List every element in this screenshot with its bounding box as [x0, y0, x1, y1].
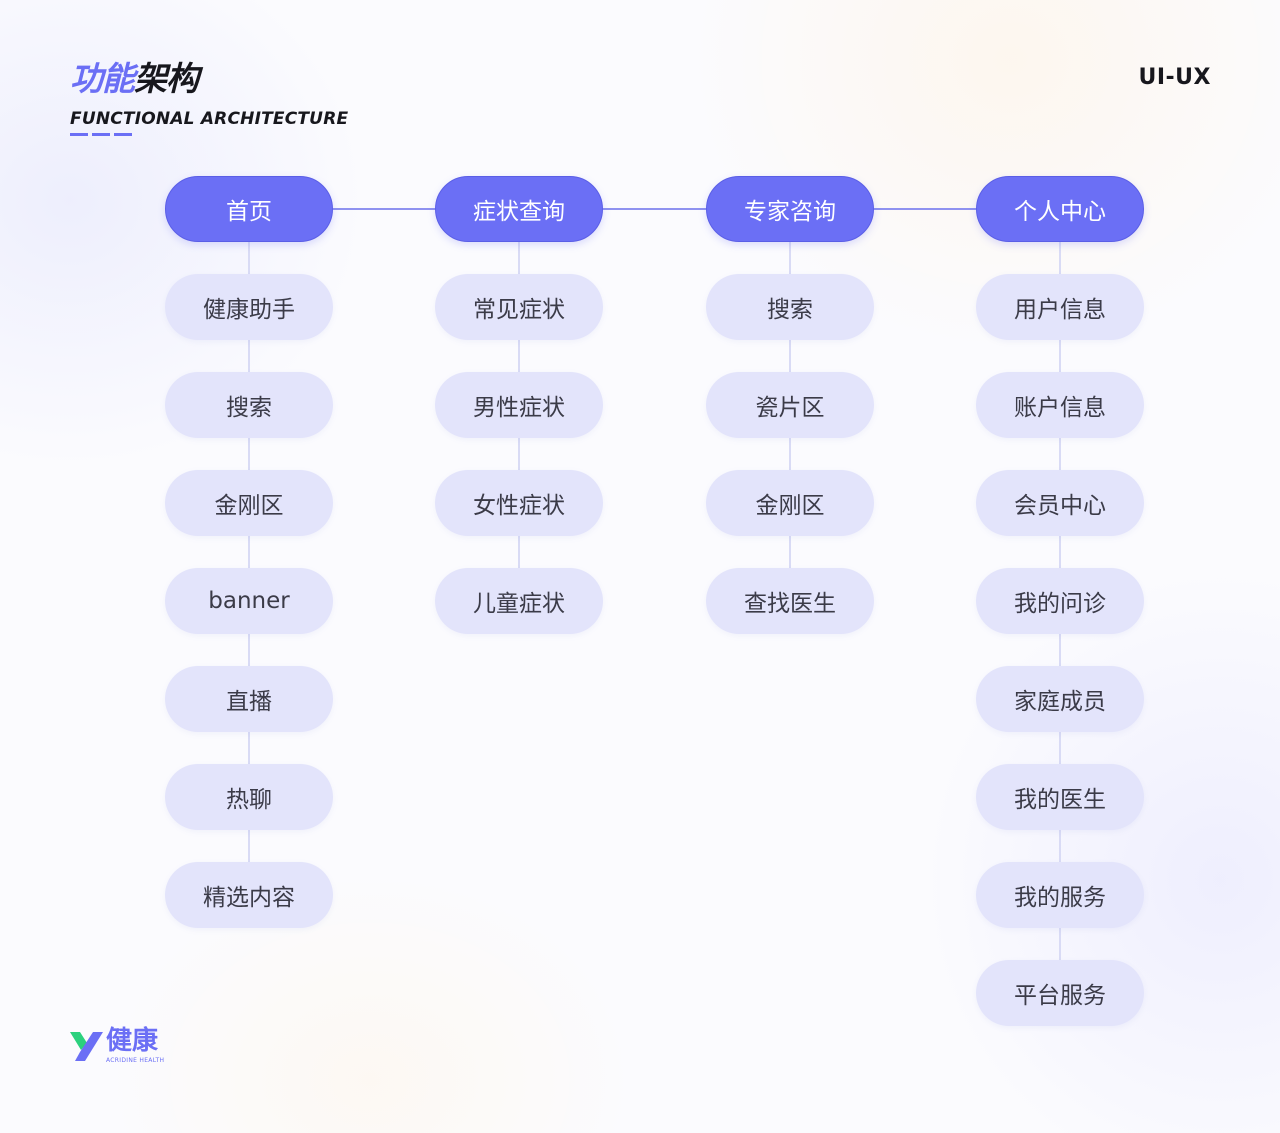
feature-node: 精选内容	[165, 862, 333, 928]
feature-node: 会员中心	[976, 470, 1144, 536]
column-header: 症状查询	[435, 176, 603, 242]
feature-node: 账户信息	[976, 372, 1144, 438]
feature-node: 男性症状	[435, 372, 603, 438]
feature-node: 我的医生	[976, 764, 1144, 830]
header-connector	[333, 208, 435, 210]
feature-node: 直播	[165, 666, 333, 732]
page-title-accent: 功能	[70, 59, 135, 98]
column-header: 首页	[165, 176, 333, 242]
column-header: 个人中心	[976, 176, 1144, 242]
feature-node: 瓷片区	[706, 372, 874, 438]
page-title-rest: 架构	[134, 59, 199, 98]
feature-node: banner	[165, 568, 333, 634]
header-connector	[874, 208, 976, 210]
header-connector	[603, 208, 706, 210]
feature-node: 女性症状	[435, 470, 603, 536]
feature-node: 常见症状	[435, 274, 603, 340]
feature-node: 我的服务	[976, 862, 1144, 928]
feature-node: 搜索	[165, 372, 333, 438]
column-header: 专家咨询	[706, 176, 874, 242]
feature-node: 我的问诊	[976, 568, 1144, 634]
feature-node: 金刚区	[165, 470, 333, 536]
feature-node: 家庭成员	[976, 666, 1144, 732]
feature-node: 用户信息	[976, 274, 1144, 340]
brand-logo: 健康 ACRIDINE HEALTH	[70, 1028, 180, 1068]
feature-node: 热聊	[165, 764, 333, 830]
page-title: 功能架构	[70, 59, 199, 98]
feature-node: 查找医生	[706, 568, 874, 634]
feature-node: 健康助手	[165, 274, 333, 340]
feature-node: 儿童症状	[435, 568, 603, 634]
feature-node: 金刚区	[706, 470, 874, 536]
logo-tagline: ACRIDINE HEALTH	[106, 1057, 165, 1064]
logo-y-icon	[70, 1032, 103, 1061]
title-underline	[70, 133, 132, 136]
page-subtitle: FUNCTIONAL ARCHITECTURE	[70, 109, 349, 129]
logo-name: 健康	[106, 1026, 159, 1056]
feature-node: 平台服务	[976, 960, 1144, 1026]
feature-node: 搜索	[706, 274, 874, 340]
corner-tag: UI-UX	[1138, 65, 1211, 90]
